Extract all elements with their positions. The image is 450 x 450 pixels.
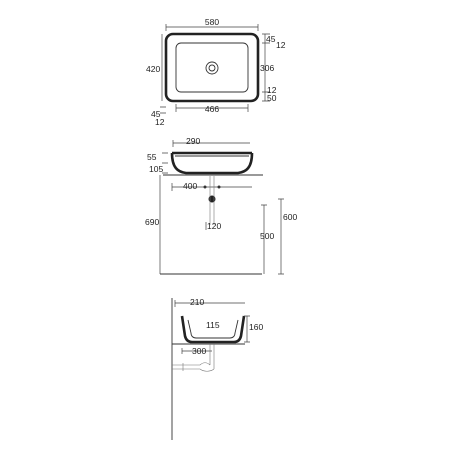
- dim-600: 600: [283, 212, 297, 222]
- front-view: 290 55 105 400 120 690 600 500: [145, 136, 297, 275]
- basin-front-profile: [170, 152, 254, 175]
- dim-160: 160: [249, 322, 263, 332]
- dim-580: 580: [205, 17, 219, 27]
- dim-210: 210: [190, 297, 204, 307]
- fixing-point-right: [217, 185, 221, 189]
- dim-400: 400: [183, 181, 197, 191]
- dim-420: 420: [146, 64, 160, 74]
- waste-trap: [172, 344, 215, 372]
- dim-45-top: 45: [266, 34, 276, 44]
- waste-pipe: [209, 176, 215, 225]
- dim-line-300: [181, 348, 212, 354]
- dim-306: 306: [260, 63, 274, 73]
- dim-500: 500: [260, 231, 274, 241]
- dim-50: 50: [267, 93, 277, 103]
- dim-line-400: [171, 183, 252, 191]
- dim-line-466: [175, 104, 249, 112]
- dim-left-front: [162, 152, 168, 174]
- plan-view: 580 420 466 45 12 306 12 50 45 12: [146, 17, 286, 127]
- waste-outlet: [208, 195, 216, 203]
- left-ticks: [160, 106, 166, 114]
- dim-line-290: [172, 140, 250, 147]
- basin-outer-outline: [164, 32, 260, 103]
- right-ticks: [262, 33, 270, 102]
- dim-466: 466: [205, 104, 219, 114]
- basin-inner-outline: [175, 42, 249, 93]
- dim-105: 105: [149, 164, 163, 174]
- dim-290: 290: [186, 136, 200, 146]
- dim-12-top: 12: [276, 40, 286, 50]
- dim-line-210: [174, 300, 245, 307]
- drain-inner: [208, 64, 216, 72]
- basin-side-profile: [180, 315, 246, 344]
- dim-line-600: [278, 198, 284, 275]
- dim-115: 115: [206, 320, 220, 330]
- dim-line-160: [244, 315, 250, 343]
- dim-300: 300: [192, 346, 206, 356]
- drain-outer: [205, 61, 219, 75]
- dim-120: 120: [207, 221, 221, 231]
- basin-side-inner: [187, 319, 239, 339]
- side-view: 210 115 160 300: [171, 297, 263, 440]
- dim-12-bottom: 12: [267, 85, 277, 95]
- dim-line-500: [261, 204, 267, 274]
- dim-45-left: 45: [151, 109, 161, 119]
- dim-line-580: [165, 24, 259, 31]
- dim-12-left: 12: [155, 117, 165, 127]
- dim-690: 690: [145, 217, 159, 227]
- fixing-point-left: [203, 185, 207, 189]
- dim-55: 55: [147, 152, 157, 162]
